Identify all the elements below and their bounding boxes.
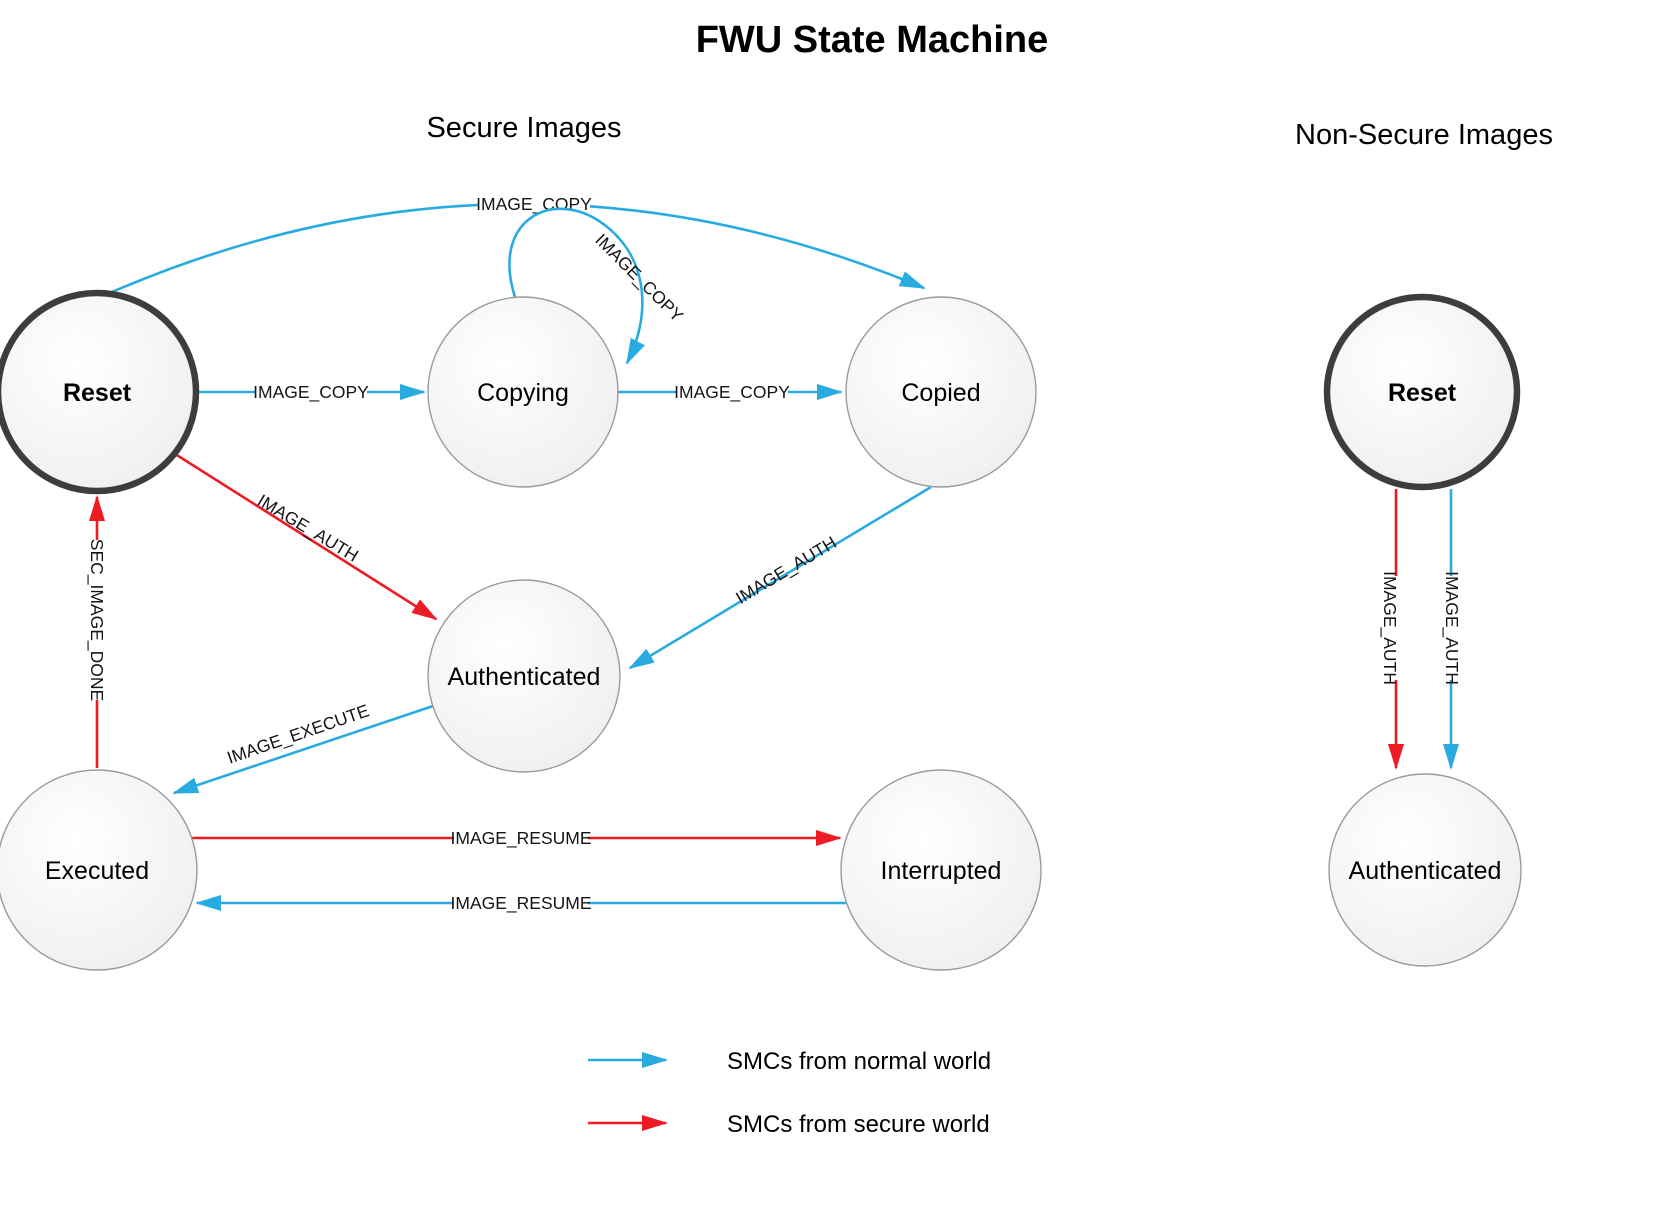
state-node-copying: Copying [427, 296, 619, 488]
edge-label-background [1441, 576, 1463, 680]
section-title-non-secure: Non-Secure Images [1295, 119, 1553, 151]
edge-copied-to-authenticated-arrow [628, 485, 932, 670]
authenticated-secure-circle [427, 579, 621, 773]
state-node-copied: Copied [845, 296, 1037, 488]
executed-label: Executed [45, 857, 149, 885]
copying-label: Copying [477, 379, 569, 407]
legend-secure-world-label: SMCs from secure world [727, 1111, 990, 1138]
edge-label-background [1379, 576, 1401, 680]
copying-circle [427, 296, 619, 488]
edge-interrupted-to-executed-label: IMAGE_RESUME [451, 893, 592, 914]
state-node-authenticated-nonsecure: Authenticated [1328, 773, 1522, 967]
reset-nonsecure-circle [1323, 293, 1521, 491]
section-title-secure: Secure Images [426, 112, 621, 144]
edge-copying-self-loop-label: IMAGE_COPY [591, 230, 688, 327]
edge-reset-to-copied: IMAGE_COPY [111, 193, 926, 294]
edge-ns-reset-to-authenticated-secure-label: IMAGE_AUTH [1379, 571, 1400, 685]
edge-reset-to-authenticated-arrow [171, 450, 438, 621]
interrupted-label: Interrupted [881, 857, 1002, 885]
edge-label-background [676, 381, 788, 403]
edge-executed-to-reset-label: SEC_IMAGE_DONE [86, 539, 107, 701]
edge-label-background [454, 892, 588, 914]
edge-reset-to-copied-label: IMAGE_COPY [476, 194, 592, 215]
edge-ns-reset-to-authenticated-normal-label: IMAGE_AUTH [1441, 571, 1462, 685]
reset-secure-circle [0, 289, 200, 495]
authenticated-nonsecure-label: Authenticated [1349, 857, 1502, 885]
edge-executed-to-reset: SEC_IMAGE_DONE [86, 495, 108, 768]
edge-interrupted-to-executed: IMAGE_RESUME [195, 892, 846, 914]
edge-ns-reset-to-authenticated-normal: IMAGE_AUTH [1441, 489, 1463, 770]
edge-reset-to-copying: IMAGE_COPY [196, 381, 426, 403]
page-title: FWU State Machine [696, 19, 1049, 61]
edge-authenticated-to-executed: IMAGE_EXECUTE [172, 700, 437, 795]
edge-reset-to-copied-arrow [111, 202, 926, 294]
state-node-reset-nonsecure: Reset [1323, 293, 1521, 491]
edge-copied-to-authenticated: IMAGE_AUTH [628, 485, 932, 670]
edge-reset-to-authenticated: IMAGE_AUTH [171, 450, 438, 621]
legend-secure-world-row: SMCs from secure world [588, 1111, 990, 1138]
state-node-reset-secure: Reset [0, 289, 200, 495]
edge-reset-to-authenticated-label: IMAGE_AUTH [254, 490, 362, 567]
reset-secure-label: Reset [63, 379, 132, 407]
edge-label-background [255, 381, 367, 403]
state-node-executed: Executed [0, 769, 198, 971]
edge-copied-to-authenticated-label: IMAGE_AUTH [732, 532, 840, 609]
legend-normal-world-row: SMCs from normal world [588, 1048, 991, 1075]
edge-authenticated-to-executed-arrow [172, 703, 437, 795]
state-node-interrupted: Interrupted [840, 769, 1042, 971]
edge-ns-reset-to-authenticated-secure: IMAGE_AUTH [1379, 489, 1404, 770]
edge-executed-to-interrupted-label: IMAGE_RESUME [451, 828, 592, 849]
edge-copying-to-copied-label: IMAGE_COPY [674, 382, 790, 403]
edge-executed-to-interrupted: IMAGE_RESUME [192, 827, 842, 849]
copied-circle [845, 296, 1037, 488]
edge-label-background [86, 540, 108, 700]
legend-normal-world-label: SMCs from normal world [727, 1048, 991, 1075]
edge-copying-self-loop-arrow [508, 207, 646, 365]
reset-nonsecure-label: Reset [1388, 379, 1457, 407]
edge-label-background [454, 827, 588, 849]
interrupted-circle [840, 769, 1042, 971]
state-node-authenticated-secure: Authenticated [427, 579, 621, 773]
legend: SMCs from normal world SMCs from secure … [588, 1048, 991, 1138]
executed-circle [0, 769, 198, 971]
edge-copying-to-copied: IMAGE_COPY [618, 381, 843, 403]
authenticated-secure-label: Authenticated [448, 663, 601, 691]
edge-reset-to-copying-label: IMAGE_COPY [253, 382, 369, 403]
copied-label: Copied [901, 379, 980, 407]
authenticated-nonsecure-circle [1328, 773, 1522, 967]
